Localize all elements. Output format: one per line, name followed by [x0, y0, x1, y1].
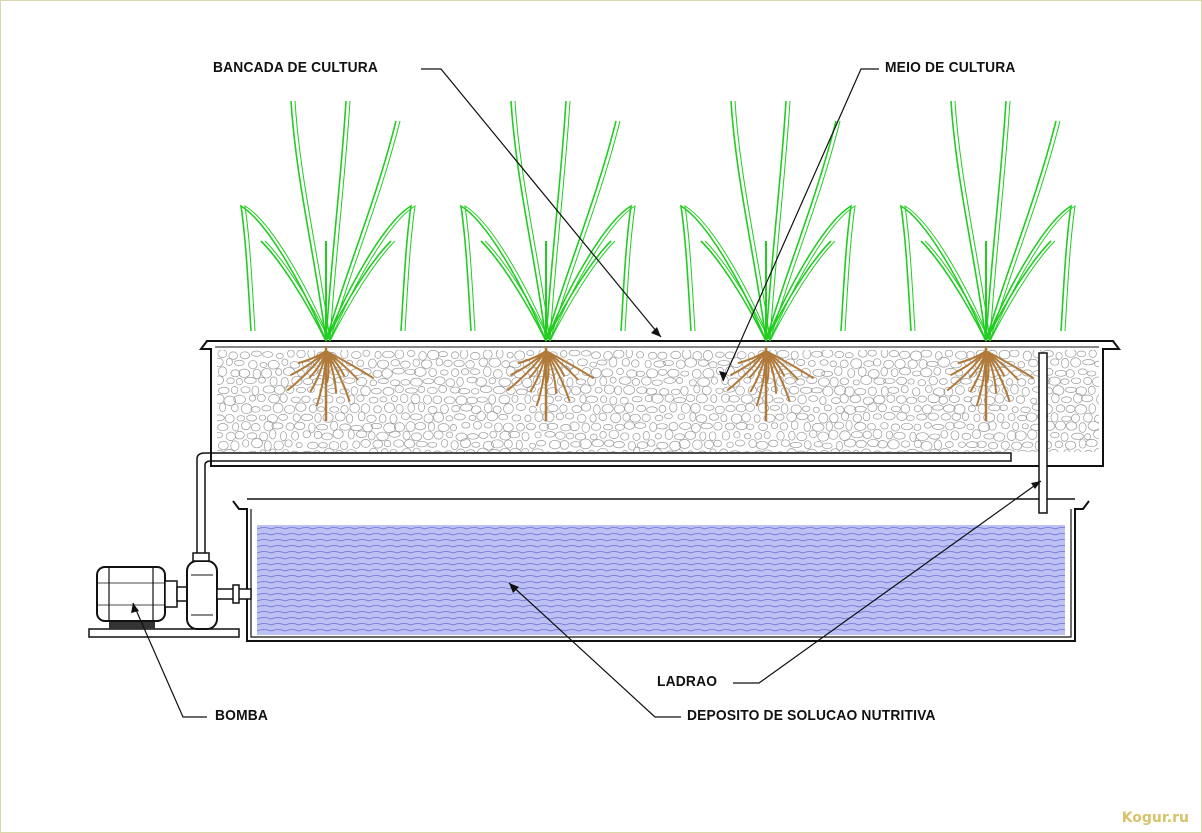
watermark: Kogur.ru: [1121, 810, 1189, 826]
plant: [679, 100, 856, 421]
plant: [459, 100, 636, 421]
plant: [239, 100, 416, 421]
overflow-pipe: [1038, 352, 1048, 514]
leader-meio: [722, 68, 879, 382]
culture-bench: [199, 340, 1121, 467]
plants: [239, 100, 1076, 421]
supply-pipe: [196, 452, 213, 561]
label-meio-de-cultura: MEIO DE CULTURA: [885, 59, 1016, 76]
label-deposito: DEPOSITO DE SOLUCAO NUTRITIVA: [687, 707, 936, 724]
gravel-medium: [217, 350, 1099, 452]
label-ladrao: LADRAO: [657, 673, 718, 690]
roots: [946, 346, 1035, 421]
water-fill: [257, 525, 1065, 635]
leader-bomba: [132, 602, 207, 718]
reservoir-outline: [232, 500, 1090, 642]
pump: [88, 552, 252, 638]
leader-lines: [131, 68, 1042, 718]
leader-bancada: [421, 68, 662, 338]
roots: [506, 346, 595, 421]
label-bomba: BOMBA: [215, 707, 269, 724]
roots: [286, 346, 375, 421]
label-bancada-de-cultura: BANCADA DE CULTURA: [213, 59, 379, 76]
reservoir: [232, 498, 1090, 642]
bench-outline: [199, 340, 1121, 467]
plant: [899, 100, 1076, 421]
leader-ladrao: [733, 480, 1042, 684]
roots: [726, 346, 815, 421]
leader-deposito: [508, 582, 681, 718]
water-ripples: [257, 527, 1065, 632]
